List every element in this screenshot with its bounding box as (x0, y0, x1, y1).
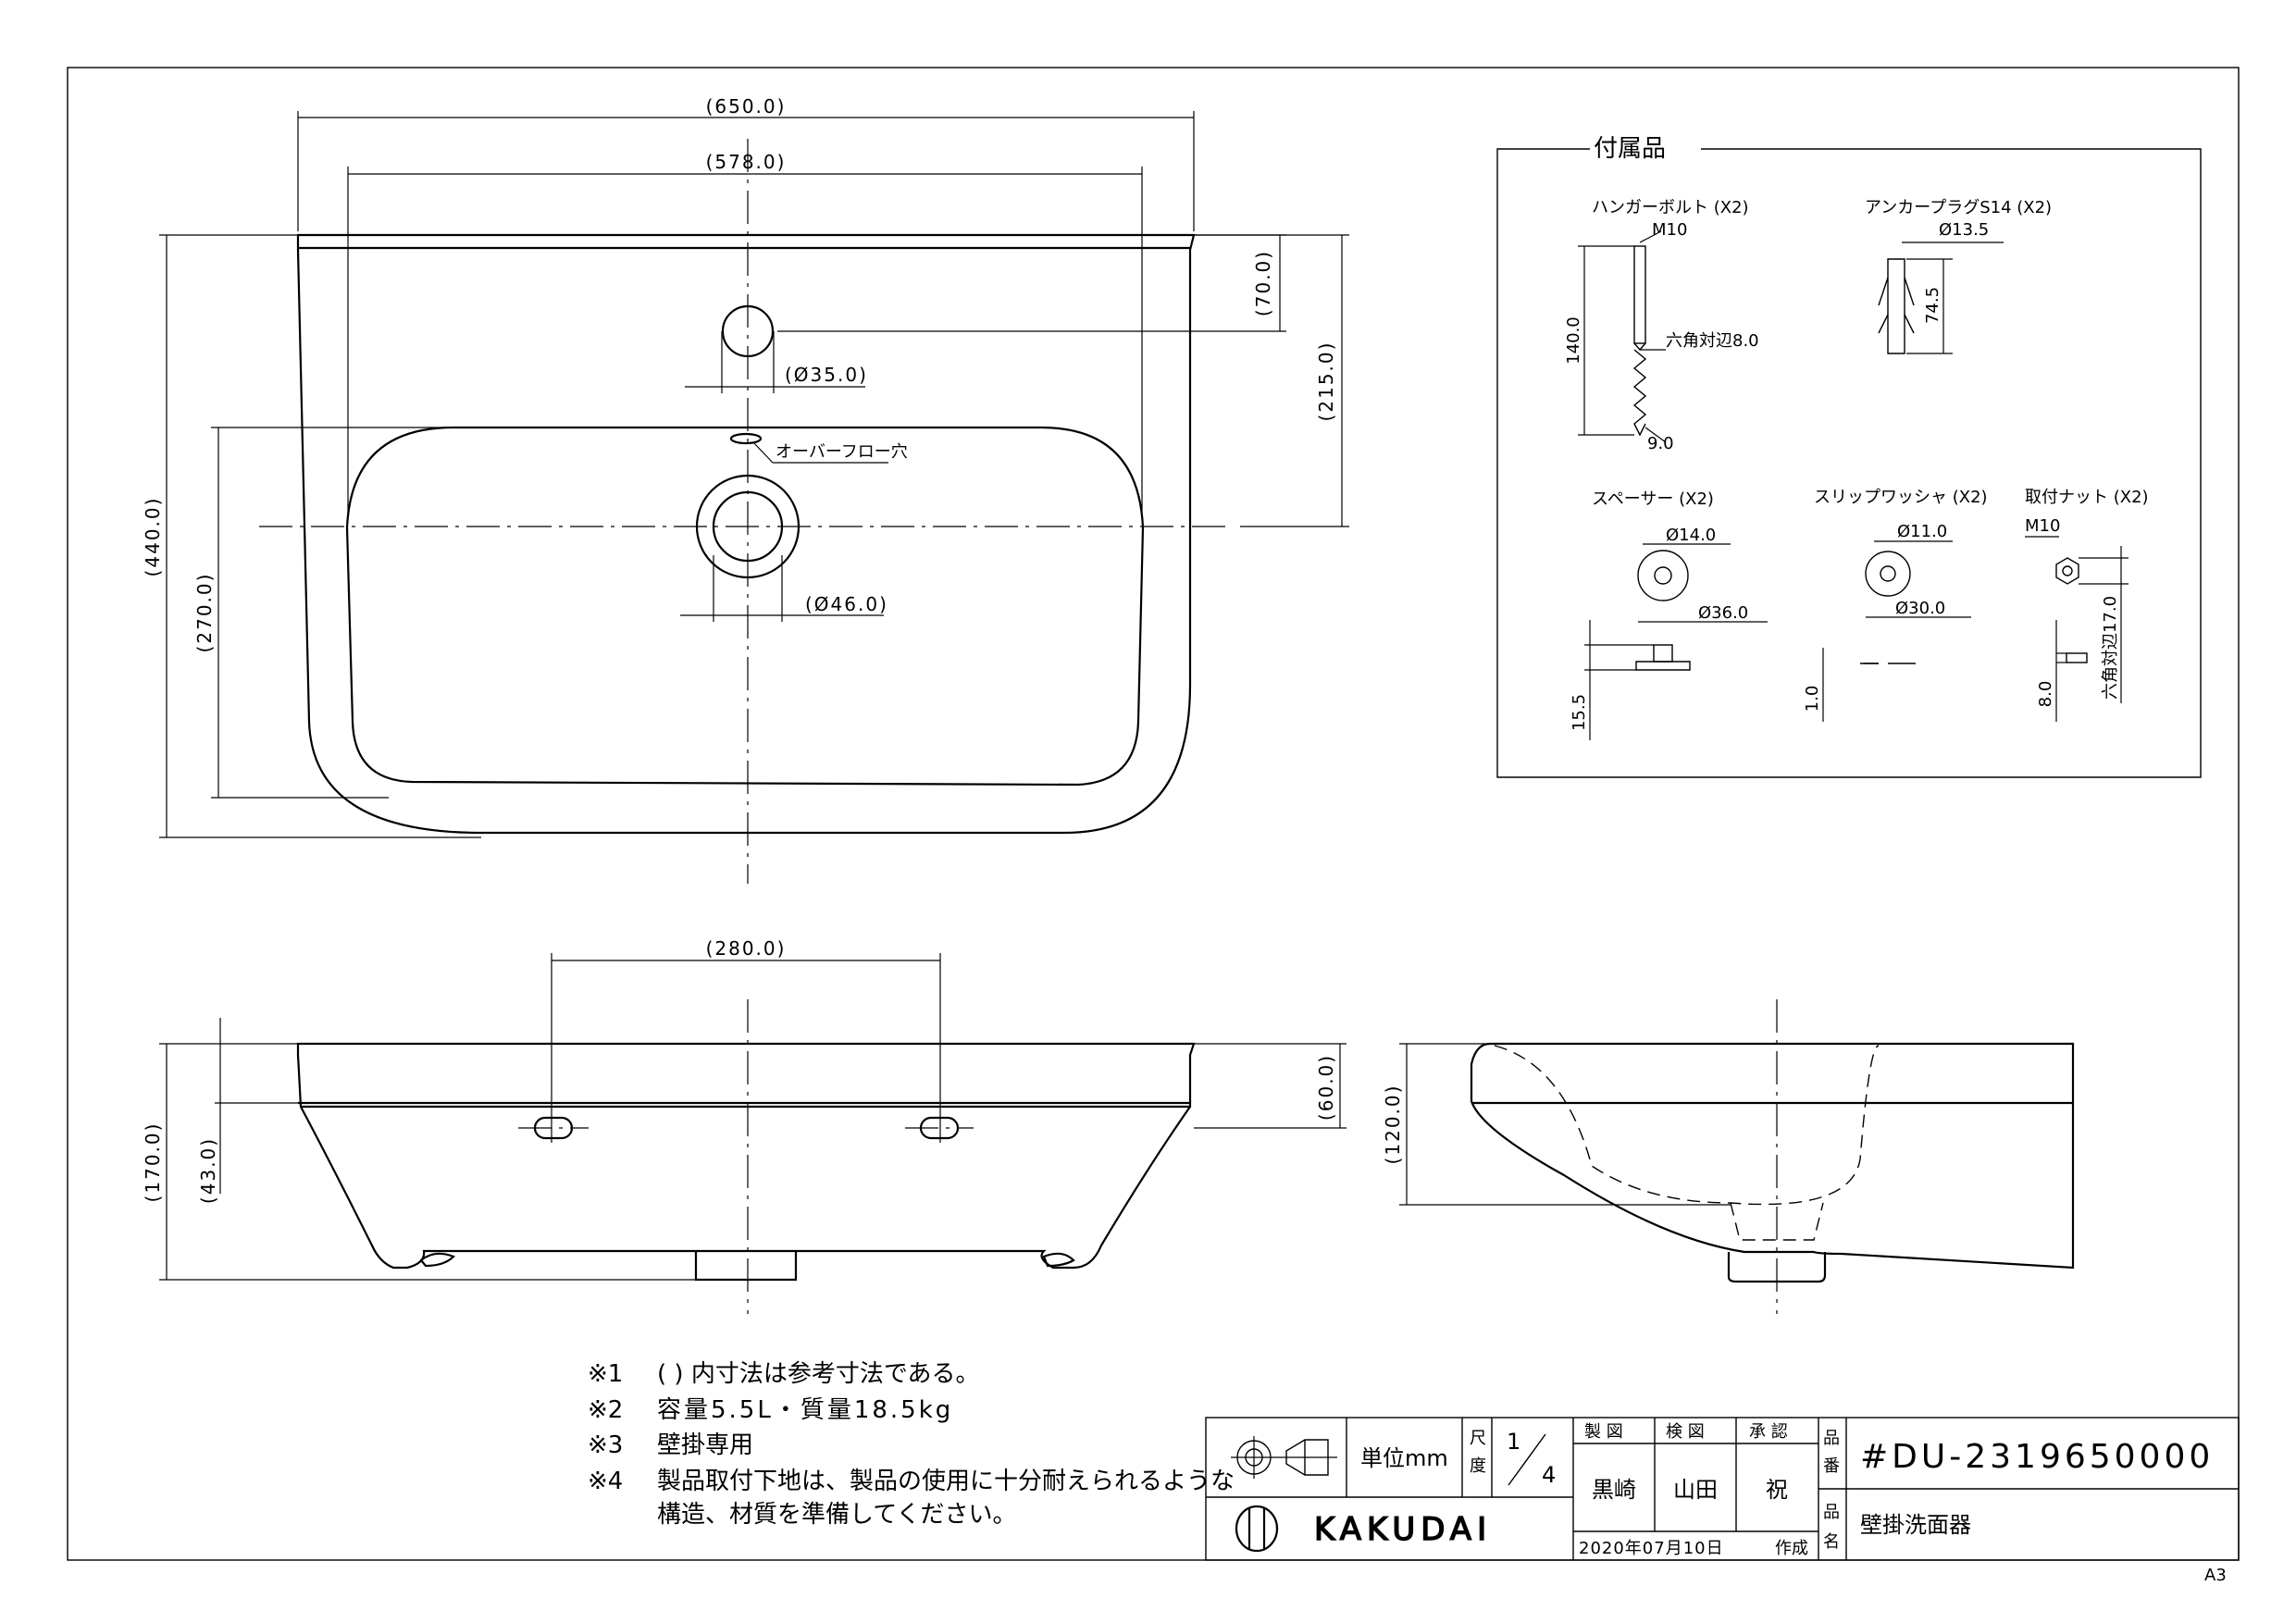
note-1-mark: ※1 (588, 1360, 623, 1388)
bowl-outline (345, 426, 1145, 787)
svg-text:六角対辺17.0: 六角対辺17.0 (2101, 596, 2120, 700)
svg-text:9.0: 9.0 (1647, 434, 1674, 453)
svg-text:六角対辺8.0: 六角対辺8.0 (1666, 331, 1759, 351)
note-2: 容量5.5L・質量18.5kg (657, 1396, 953, 1424)
dim-overall-height: (170.0) (142, 1122, 164, 1203)
notes: ※1 ( ) 内寸法は参考寸法である。 ※2 容量5.5L・質量18.5kg ※… (588, 1360, 1235, 1529)
dim-rim-height: (60.0) (1315, 1054, 1337, 1121)
part-number: #DU-2319650000 (1860, 1438, 2214, 1476)
note-3-mark: ※3 (588, 1431, 623, 1459)
svg-text:Ø14.0: Ø14.0 (1666, 526, 1716, 545)
sheet-size: A3 (2204, 1566, 2227, 1585)
svg-text:承 認: 承 認 (1749, 1422, 1788, 1442)
basin-outline-front (296, 1042, 1196, 1270)
sheet-border (67, 67, 2240, 1561)
svg-text:番: 番 (1823, 1456, 1840, 1476)
checked-by: 山田 (1673, 1477, 1718, 1503)
dim-inner-width: (578.0) (706, 151, 787, 173)
svg-text:Ø11.0: Ø11.0 (1897, 522, 1947, 541)
svg-text:15.5: 15.5 (1570, 694, 1589, 731)
dim-overall-width: (650.0) (706, 95, 787, 118)
dim-bolt-spacing: (280.0) (706, 937, 787, 960)
dim-bolt-height: (43.0) (197, 1137, 219, 1204)
unit-label: 単位mm (1360, 1445, 1448, 1471)
svg-text:品: 品 (1823, 1503, 1840, 1522)
dim-tap-dia: (Ø35.0) (785, 364, 868, 386)
hanger-bolt-name: ハンガーボルト (X2) (1592, 198, 1749, 217)
projection-symbol-icon (1231, 1436, 1337, 1479)
scale-num: 1 (1507, 1429, 1520, 1455)
svg-text:M10: M10 (1652, 220, 1687, 240)
note-4-mark: ※4 (588, 1468, 623, 1495)
nut-name: 取付ナット (X2) (2025, 488, 2149, 507)
note-4: 製品取付下地は、製品の使用に十分耐えられるような (657, 1468, 1235, 1495)
dim-side-height: (120.0) (1382, 1084, 1404, 1165)
svg-text:品: 品 (1823, 1429, 1840, 1448)
basin-outline-side (1470, 1042, 2075, 1270)
company-logo: KAKUDAI (1235, 1505, 1492, 1553)
spacer-name: スペーサー (X2) (1592, 489, 1714, 509)
approved-by: 祝 (1766, 1477, 1788, 1503)
drawn-by: 黒崎 (1592, 1477, 1636, 1503)
scale-den: 4 (1542, 1462, 1556, 1488)
accessories-title: 付属品 (1594, 135, 1666, 163)
note-5: 構造、材質を準備してください。 (657, 1501, 1016, 1529)
accessories-panel: 付属品 ハンガーボルト (X2) M10 140.0 六角対辺8.0 9.0 ア… (1496, 135, 2202, 778)
front-view: (280.0) (170.0) (43.0) (60.0) (142, 937, 1347, 1314)
dim-drain-offset: (215.0) (1315, 341, 1337, 422)
dim-bowl-depth: (270.0) (193, 573, 216, 653)
anchor-plug-name: アンカープラグS14 (X2) (1865, 198, 2052, 217)
svg-text:M10: M10 (2025, 516, 2060, 536)
date: 2020年07月10日 (1579, 1539, 1724, 1558)
company-name: KAKUDAI (1314, 1511, 1492, 1548)
note-2-mark: ※2 (588, 1396, 623, 1424)
dim-drain-dia: (Ø46.0) (805, 593, 888, 615)
part-name: 壁掛洗面器 (1860, 1512, 1971, 1538)
svg-text:名: 名 (1823, 1532, 1840, 1552)
svg-text:8.0: 8.0 (2036, 681, 2055, 708)
svg-text:Ø36.0: Ø36.0 (1698, 603, 1748, 623)
slip-washer-name: スリップワッシャ (X2) (1814, 488, 1988, 507)
svg-text:尺: 尺 (1470, 1429, 1486, 1448)
note-3: 壁掛専用 (657, 1431, 753, 1459)
dim-overall-depth: (440.0) (142, 497, 164, 577)
dim-tap-offset: (70.0) (1252, 250, 1274, 316)
svg-text:Ø13.5: Ø13.5 (1939, 220, 1989, 240)
overflow-hole (729, 432, 763, 445)
svg-text:度: 度 (1470, 1456, 1486, 1476)
svg-text:74.5: 74.5 (1923, 287, 1942, 324)
svg-text:Ø30.0: Ø30.0 (1895, 599, 1945, 618)
title-block: 単位mm 尺 度 1 4 製 図 検 図 承 認 黒崎 山田 祝 2020年07… (1205, 1417, 2240, 1561)
svg-text:140.0: 140.0 (1564, 316, 1583, 365)
note-1: ( ) 内寸法は参考寸法である。 (657, 1360, 980, 1388)
svg-text:製 図: 製 図 (1584, 1422, 1623, 1442)
svg-text:作成: 作成 (1775, 1539, 1808, 1558)
overflow-label: オーバーフロー穴 (776, 442, 908, 462)
svg-text:1.0: 1.0 (1803, 686, 1822, 712)
basin-outline-top (296, 233, 1196, 835)
top-view: (650.0) (578.0) (70.0) (215.0) (440.0) (… (142, 95, 1349, 884)
svg-text:検 図: 検 図 (1666, 1422, 1705, 1442)
side-view: (120.0) (1382, 999, 2075, 1314)
